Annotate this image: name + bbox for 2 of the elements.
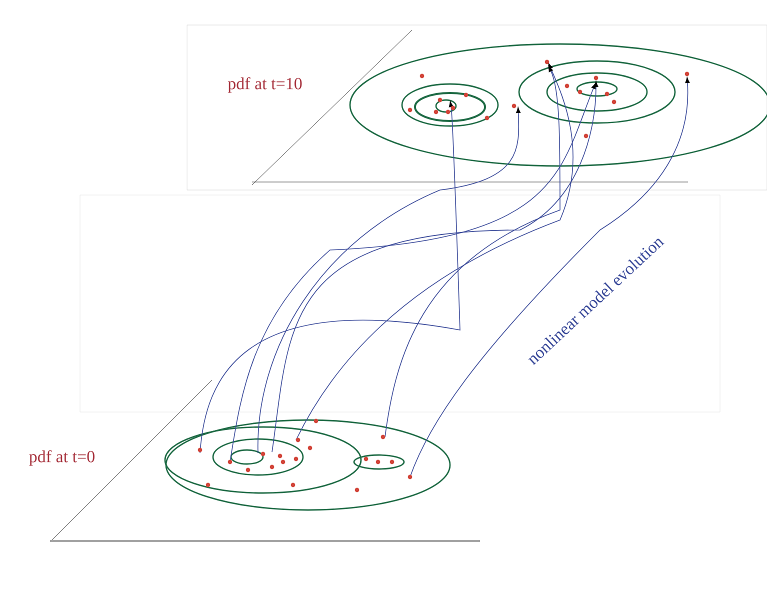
axis-label: pdf at t=10: [228, 77, 302, 93]
axis-label: pdf at t=0: [29, 450, 94, 466]
